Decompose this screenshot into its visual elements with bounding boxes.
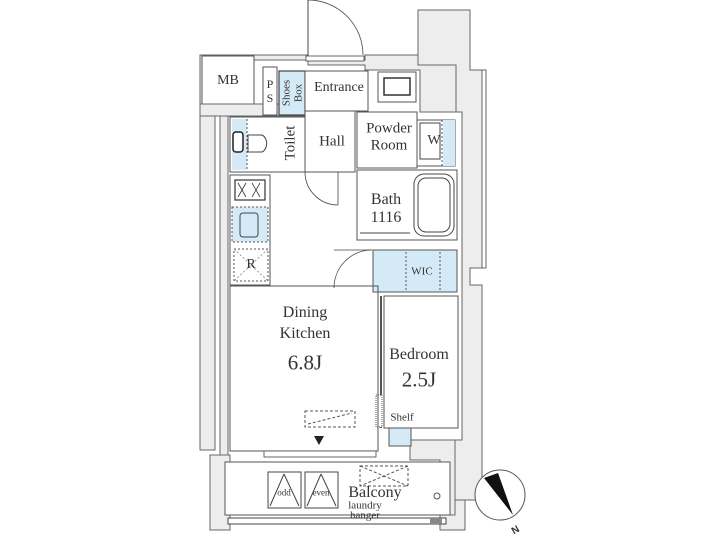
- bedroom-area: [383, 295, 459, 429]
- label-even: even: [312, 487, 330, 498]
- label-bath-size: 1116: [370, 209, 402, 226]
- label-box: Box: [292, 83, 305, 103]
- label-mb: MB: [217, 73, 239, 88]
- entry-marker: [314, 436, 324, 445]
- compass-icon: [474, 469, 526, 521]
- label-toilet: Toilet: [282, 125, 299, 161]
- label-kitchen: Kitchen: [279, 325, 331, 342]
- evac-hatch-odd: [267, 471, 302, 509]
- label-bath: Bath: [370, 191, 402, 208]
- laundry-hanger-area: [359, 465, 409, 487]
- entrance-area: [304, 70, 369, 112]
- label-dk-size: 6.8J: [287, 350, 323, 375]
- label-powder: Powder: [366, 120, 412, 137]
- shelf-box: [388, 427, 412, 447]
- label-entrance: Entrance: [314, 80, 364, 95]
- label-laundry: laundry: [348, 499, 382, 512]
- label-bedroom: Bedroom: [389, 346, 449, 363]
- label-ps-s: S: [266, 91, 274, 105]
- hall-area: [304, 110, 356, 173]
- label-dining: Dining: [282, 304, 328, 321]
- toilet-fixture: [232, 131, 244, 153]
- stove: [234, 179, 266, 201]
- label-ps-p: P: [266, 77, 274, 91]
- wic-area: [372, 249, 458, 293]
- label-refrigerator: R: [246, 257, 256, 272]
- label-bedroom-size: 2.5J: [401, 367, 437, 392]
- fridge-space: [233, 248, 269, 282]
- label-hanger: hanger: [350, 509, 380, 522]
- label-shelf: Shelf: [390, 411, 414, 424]
- shoes-box: [278, 70, 306, 116]
- mb-box: [201, 55, 255, 107]
- ps-box: [262, 66, 278, 116]
- label-shoes: Shoes: [280, 79, 293, 107]
- label-odd: odd: [277, 487, 291, 498]
- label-washer: W: [427, 133, 441, 148]
- label-hall: Hall: [319, 133, 345, 150]
- label-balcony: Balcony: [348, 484, 402, 501]
- label-wic: WIC: [411, 265, 433, 278]
- evac-hatch-even: [304, 471, 339, 509]
- label-room: Room: [370, 137, 408, 154]
